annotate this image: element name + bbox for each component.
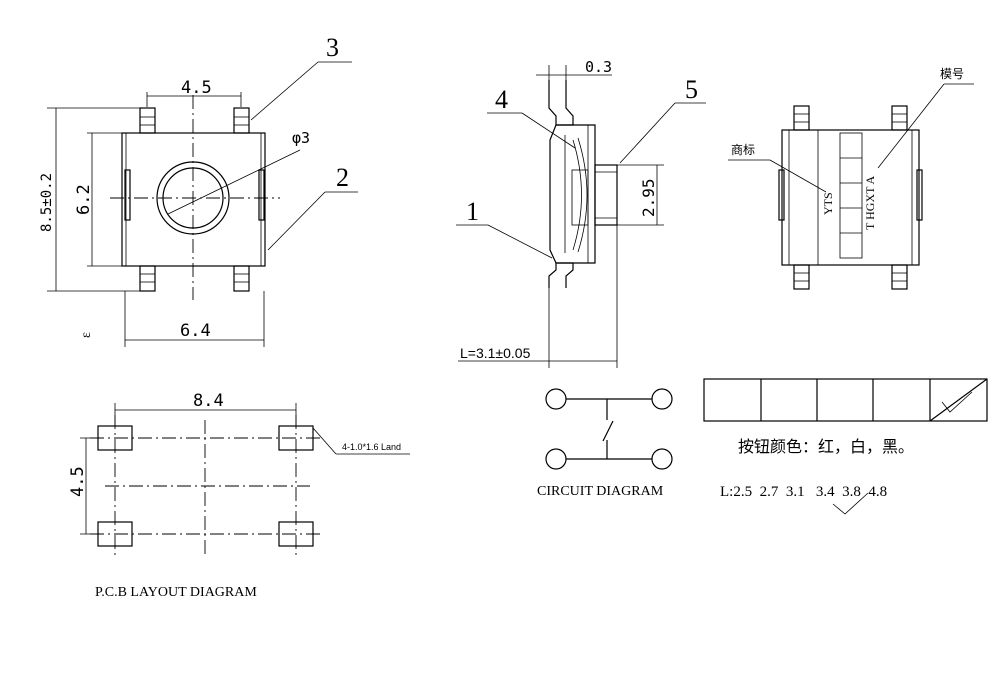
dim-diameter: φ3 — [292, 129, 310, 147]
dim-thickness: 0.3 — [585, 58, 612, 76]
dim-top-width: 4.5 — [181, 78, 212, 98]
callout-5: 5 — [685, 75, 698, 104]
callout-4: 4 — [495, 85, 508, 114]
dim-length: L=3.1±0.05 — [460, 345, 531, 361]
callout-2: 2 — [336, 163, 349, 192]
dim-height-inner: 6.2 — [74, 184, 94, 215]
pcb-title: P.C.B LAYOUT DIAGRAM — [95, 585, 257, 600]
dim-land: 4-1.0*1.6 Land — [342, 442, 401, 452]
options-table: 按钮颜色：红，白，黑。 L:2.5 2.7 3.1 3.4 3.8 4.8 — [703, 378, 988, 515]
pcb-layout: 8.4 4.5 4-1.0*1.6 Land P.C.B LAYOUT DIAG… — [68, 391, 410, 600]
circuit-diagram: CIRCUIT DIAGRAM — [537, 388, 673, 499]
front-view: 4.5 φ3 8.5±0.2 6.2 6.4 ε 3 2 — [39, 33, 358, 347]
dim-height-total: 8.5±0.2 — [39, 173, 55, 232]
dim-pcb-height: 4.5 — [68, 466, 88, 497]
circuit-title: CIRCUIT DIAGRAM — [537, 484, 664, 499]
terminal-bottom-right — [233, 265, 250, 292]
side-button — [594, 164, 618, 226]
side-view: 0.3 2.95 L=3.1±0.05 4 5 1 — [456, 58, 706, 368]
dim-button-height: 2.95 — [639, 178, 658, 217]
dim-epsilon: ε — [79, 332, 94, 338]
side-body — [549, 124, 596, 264]
length-check-icon — [832, 492, 869, 515]
terminal-bottom-left — [139, 265, 156, 292]
selected-check-icon — [941, 391, 973, 413]
mark-model: T HGXT A — [863, 175, 877, 230]
label-trademark: 商标 — [731, 142, 755, 157]
switch-contact — [602, 420, 614, 442]
dim-bottom-width: 6.4 — [180, 321, 211, 341]
callout-1: 1 — [466, 197, 479, 226]
dim-pcb-width: 8.4 — [193, 391, 224, 411]
marked-view: YTS T HGXT A 模号 商标 — [728, 67, 974, 290]
terminal-top-left — [139, 107, 156, 134]
marked-body — [781, 129, 920, 266]
button-colors: 按钮颜色：红，白，黑。 — [738, 438, 914, 456]
callout-3: 3 — [326, 33, 339, 62]
label-model: 模号 — [940, 67, 964, 81]
terminal-top-right — [233, 107, 250, 134]
length-options: L:2.5 2.7 3.1 3.4 3.8 4.8 — [720, 484, 887, 500]
mark-yts: YTS — [821, 192, 835, 215]
switch-body — [121, 132, 266, 267]
